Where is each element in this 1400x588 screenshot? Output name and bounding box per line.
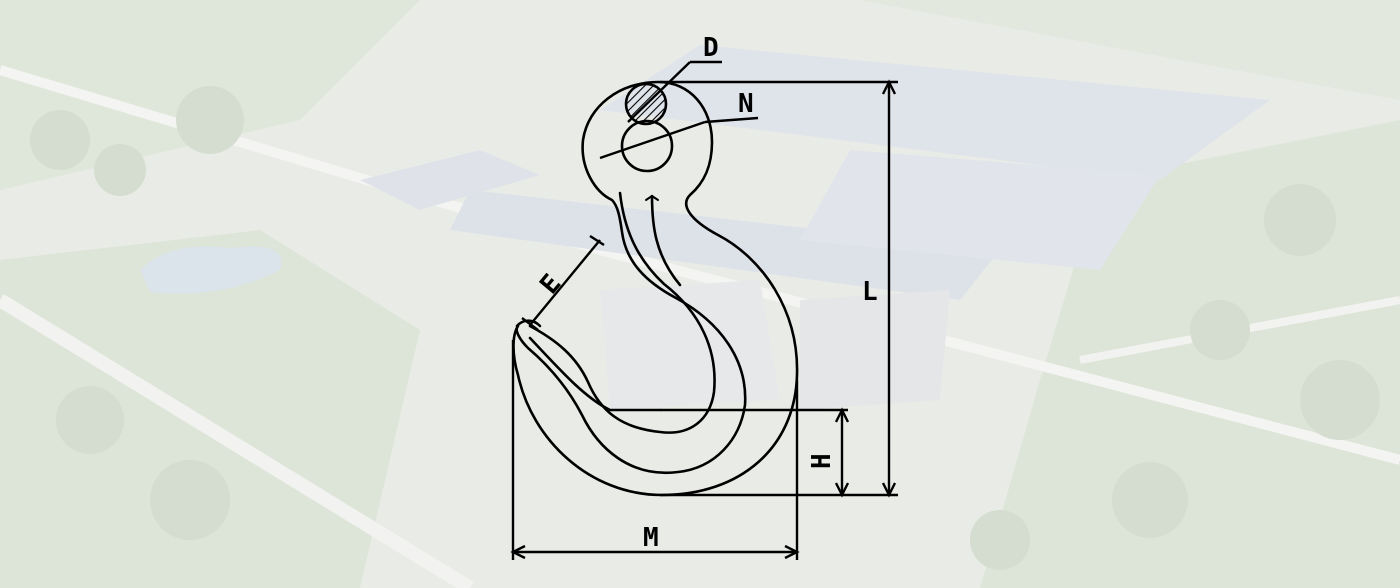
dimension-label-e: E — [534, 269, 567, 300]
dimension-label-l: L — [862, 277, 878, 307]
hook-center-line — [650, 194, 682, 287]
dimension-label-d: D — [703, 33, 719, 63]
hook-inner-contour — [528, 191, 716, 434]
hook-outer-contour — [512, 80, 799, 497]
dimension-label-m: M — [643, 523, 659, 553]
hook-throat-curve — [528, 336, 662, 412]
eye-hole-circle — [620, 119, 674, 173]
dimension-label-h: H — [807, 453, 837, 469]
dimension-label-n: N — [738, 89, 754, 119]
